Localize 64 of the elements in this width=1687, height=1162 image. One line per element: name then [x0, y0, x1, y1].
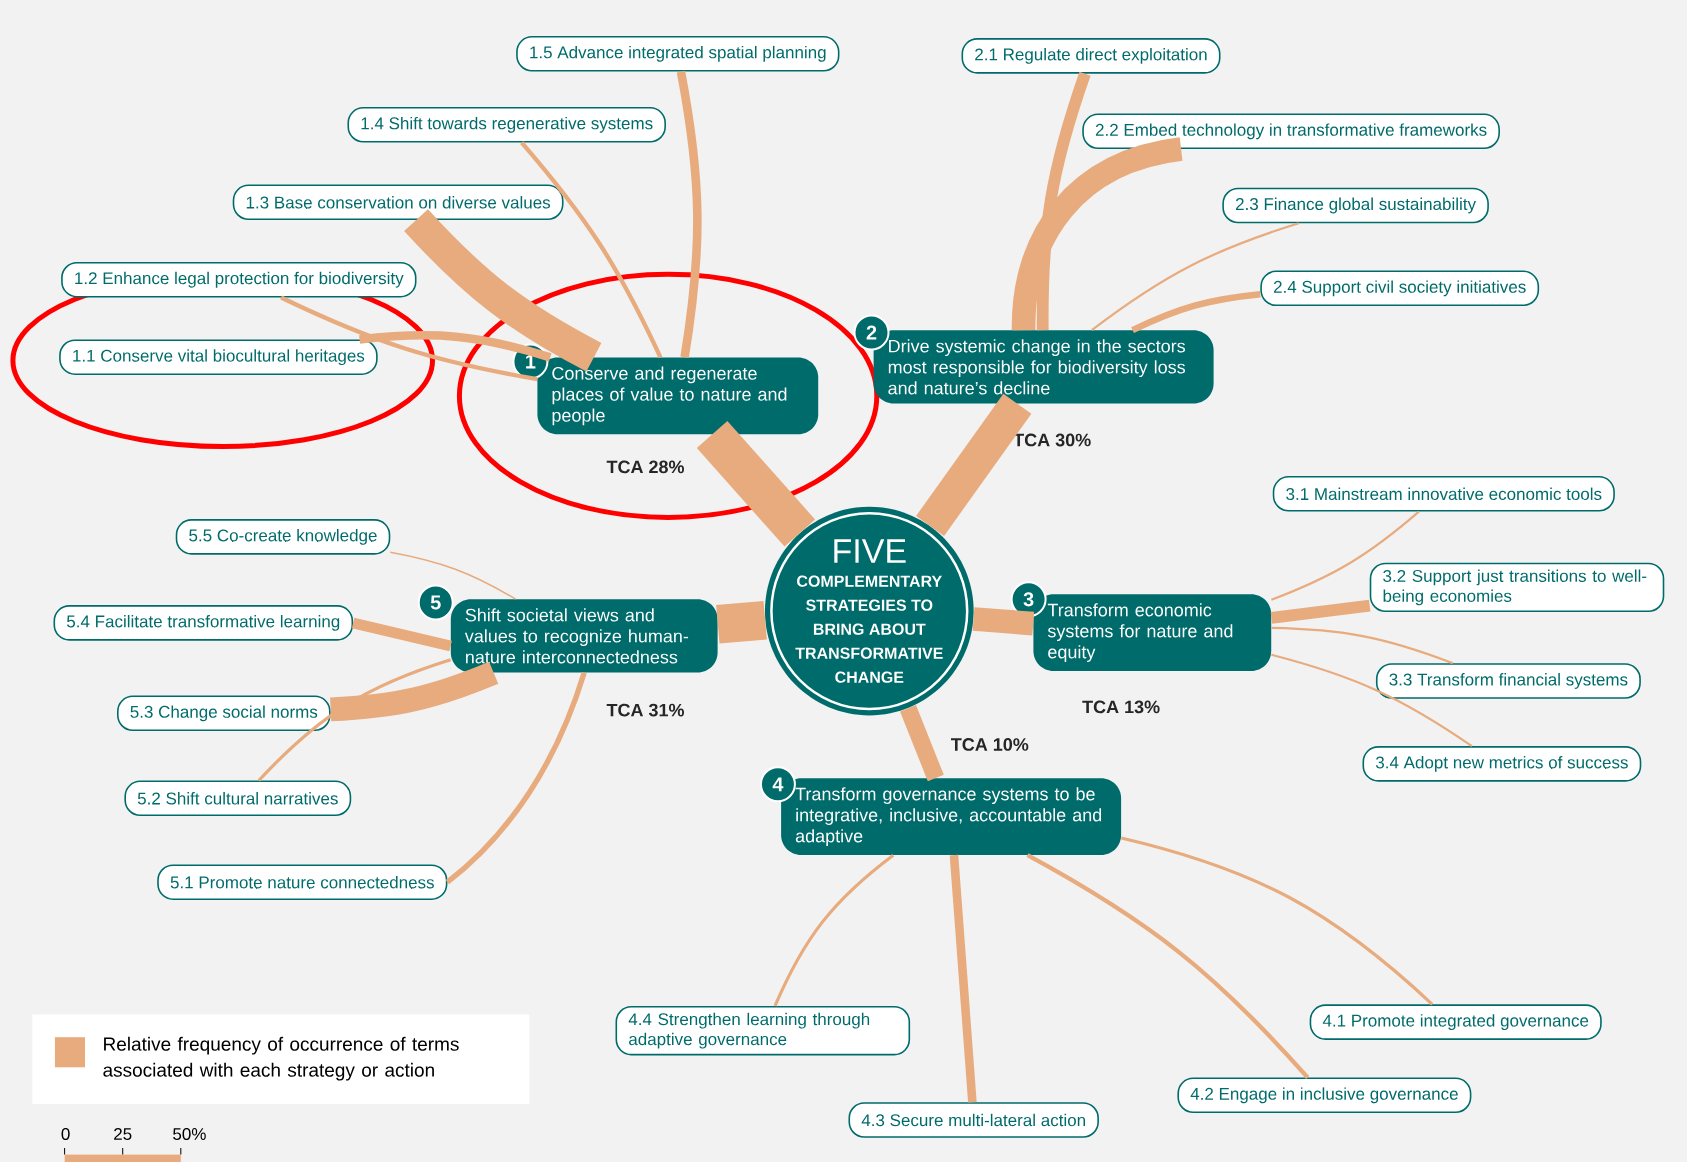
action-pill: 5.1 Promote nature connectedness: [157, 864, 448, 900]
branch-line: [389, 551, 517, 600]
branch-line: [329, 661, 499, 722]
action-pill: 5.4 Facilitate transformative learning: [53, 605, 354, 641]
strategy-box: Shift societal views and values to recognize human-nature interconnectedness: [450, 599, 718, 673]
branch-line: [676, 70, 702, 358]
branch-line: [1011, 137, 1184, 331]
branch-line: [1131, 291, 1261, 334]
percentage-label: TCA 31%: [606, 703, 684, 717]
branch-line: [257, 658, 452, 782]
number-badge: 5: [417, 584, 454, 621]
branch-line: [1271, 626, 1454, 665]
branch-line: [351, 617, 452, 652]
action-pill: 3.1 Mainstream innovative economic tools: [1272, 476, 1615, 512]
percentage-label: TCA 13%: [1082, 700, 1160, 714]
number-badge: 1: [512, 343, 549, 380]
number-badge: 3: [1010, 581, 1047, 618]
action-pill: 2.1 Regulate direct exploitation: [961, 38, 1221, 74]
percentage-label: TCA 30%: [1013, 433, 1091, 447]
number-badge: 4: [759, 766, 796, 803]
branch-line: [1026, 853, 1310, 1079]
action-pill: 5.3 Change social norms: [117, 695, 331, 732]
branch-line: [949, 854, 977, 1103]
action-pill: 1.3 Base conservation on diverse values: [232, 184, 564, 221]
branch-line: [773, 853, 895, 1007]
branch-line: [1271, 653, 1473, 747]
legend-text: Relative frequency of occurrence of terms associated with each strategy or action: [103, 1036, 459, 1081]
action-pill: 2.4 Support civil society initiatives: [1260, 270, 1540, 307]
branch-line: [520, 141, 663, 359]
percentage-label: TCA 28%: [606, 460, 684, 474]
action-pill: 4.4 Strengthen learning through adaptive governance: [615, 1006, 911, 1056]
branch-line: [1036, 71, 1091, 331]
action-pill: 3.3 Transform financial systems: [1375, 663, 1641, 699]
scale-label: 50%: [173, 1128, 206, 1140]
branch-line: [900, 705, 944, 782]
action-pill: 3.4 Adopt new metrics of success: [1362, 746, 1642, 782]
action-pill: 3.2 Support just transitions to well-being economies: [1369, 562, 1665, 613]
branch-line: [1120, 836, 1434, 1006]
strategy-box: Transform economic systems for nature and equity: [1033, 594, 1272, 671]
branch-line: [916, 393, 1032, 537]
action-pill: 5.2 Shift cultural narratives: [124, 780, 352, 817]
action-pill: 1.1 Conserve vital biocultural heritages: [59, 339, 378, 375]
action-pill: 1.4 Shift towards regenerative systems: [347, 107, 666, 143]
branch-line: [445, 671, 587, 885]
number-badge: 2: [853, 314, 890, 351]
branch-line: [1271, 510, 1420, 601]
branch-line: [1091, 222, 1300, 331]
action-pill: 1.2 Enhance legal protection for biodiversity: [61, 261, 417, 298]
action-pill: 4.3 Secure multi-lateral action: [848, 1102, 1099, 1138]
branch-line: [716, 600, 767, 644]
strategy-box: Conserve and regenerate places of value to nature and people: [537, 357, 819, 435]
action-pill: 5.5 Co-create knowledge: [175, 519, 391, 555]
action-pill: 2.2 Embed technology in transformative frameworks: [1082, 113, 1500, 150]
scale-label: 25: [114, 1128, 132, 1140]
branch-line: [972, 607, 1035, 636]
branch-line: [1270, 599, 1371, 624]
scale-label: 0: [61, 1128, 70, 1140]
percentage-label: TCA 10%: [951, 738, 1029, 751]
action-pill: 1.5 Advance integrated spatial planning: [516, 36, 840, 72]
branch-line: [359, 330, 552, 362]
action-pill: 4.2 Engage in inclusive governance: [1177, 1077, 1472, 1114]
branch-line: [280, 295, 538, 382]
action-pill: 4.1 Promote integrated governance: [1309, 1004, 1602, 1040]
action-pill: 2.3 Finance global sustainability: [1222, 187, 1489, 224]
